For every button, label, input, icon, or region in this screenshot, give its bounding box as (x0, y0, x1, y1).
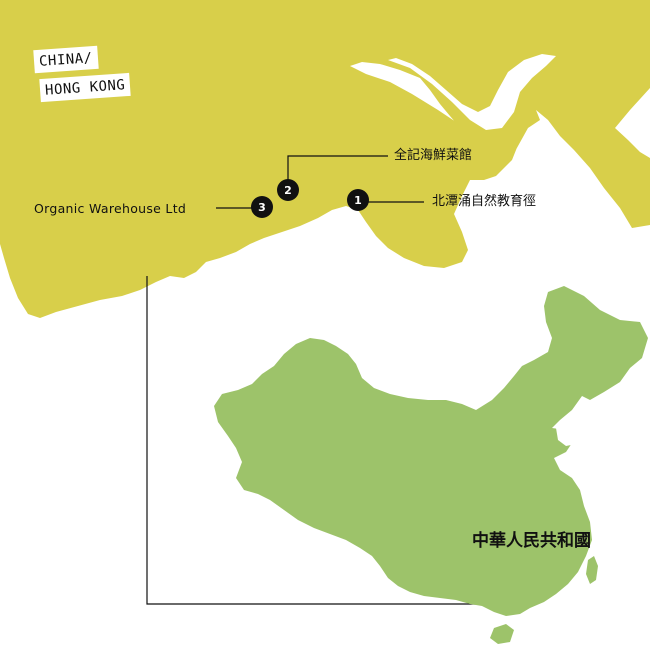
marker-2-leader (287, 155, 388, 182)
bohai-gulf (556, 424, 578, 446)
marker-2-label[interactable]: 全記海鮮菜館 (394, 148, 473, 163)
marker-1[interactable]: 1 (347, 189, 369, 211)
country-label: 中華人民共和國 (472, 531, 591, 551)
inner-bay (388, 54, 556, 130)
china-land (214, 286, 648, 616)
region-tag-line-1: CHINA/ (33, 45, 99, 74)
svg-text:1: 1 (354, 194, 362, 207)
inset-leader-line (146, 276, 520, 605)
taiwan-island (586, 556, 598, 584)
marker-2[interactable]: 2 (277, 179, 299, 201)
marker-3[interactable]: 3 (251, 196, 273, 218)
hong-kong-land (0, 0, 650, 318)
marker-3-label[interactable]: Organic Warehouse Ltd (34, 201, 187, 216)
hainan-island (490, 624, 514, 644)
svg-text:2: 2 (284, 184, 292, 197)
marker-1-label[interactable]: 北潭涌自然教育徑 (432, 194, 537, 209)
svg-text:3: 3 (258, 201, 266, 214)
